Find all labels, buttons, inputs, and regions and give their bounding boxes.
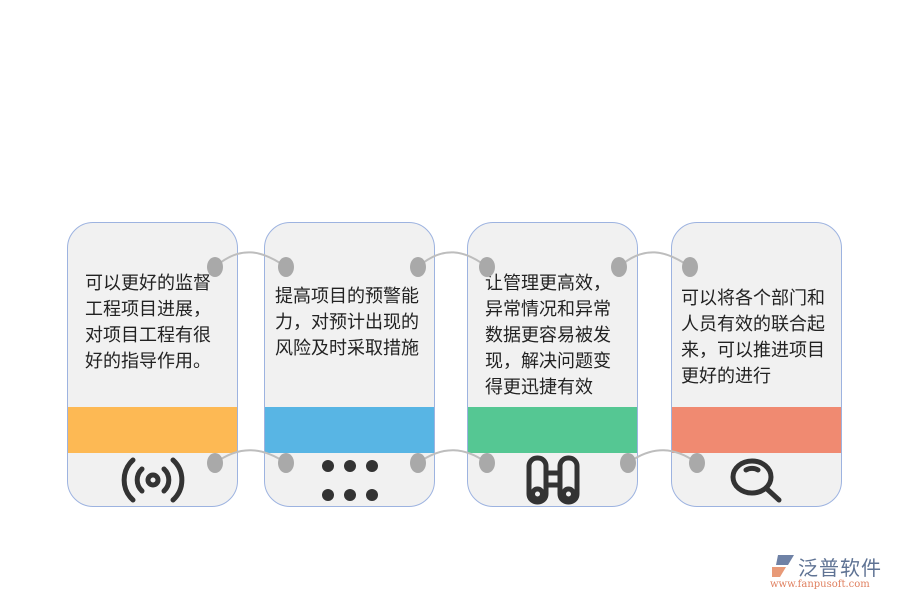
logo-url: www.fanpusoft.com <box>770 579 870 590</box>
card-text: 可以更好的监督工程项目进展，对项目工程有很好的指导作用。 <box>85 273 211 372</box>
card-2: 提高项目的预警能力，对预计出现的风险及时采取措施 <box>264 222 435 507</box>
logo-name: 泛普软件 <box>798 556 882 580</box>
logo: 泛普软件 www.fanpusoft.com <box>770 552 895 594</box>
card-text: 让管理更高效，异常情况和异常数据更容易被发现，解决问题变得更迅捷有效 <box>485 273 611 398</box>
binoculars-icon <box>468 455 637 505</box>
dots-grid-icon <box>265 455 434 505</box>
color-band <box>265 407 434 453</box>
color-band <box>672 407 841 453</box>
card-text: 可以将各个部门和人员有效的联合起来，可以推进项目更好的进行 <box>681 288 825 387</box>
search-icon <box>672 455 841 505</box>
logo-icon <box>772 555 794 577</box>
card-1: 可以更好的监督工程项目进展，对项目工程有很好的指导作用。 <box>67 222 238 507</box>
card-3: 让管理更高效，异常情况和异常数据更容易被发现，解决问题变得更迅捷有效 <box>467 222 638 507</box>
broadcast-icon <box>68 455 237 505</box>
color-band <box>68 407 237 453</box>
card-4: 可以将各个部门和人员有效的联合起来，可以推进项目更好的进行 <box>671 222 842 507</box>
card-text: 提高项目的预警能力，对预计出现的风险及时采取措施 <box>275 286 419 359</box>
color-band <box>468 407 637 453</box>
